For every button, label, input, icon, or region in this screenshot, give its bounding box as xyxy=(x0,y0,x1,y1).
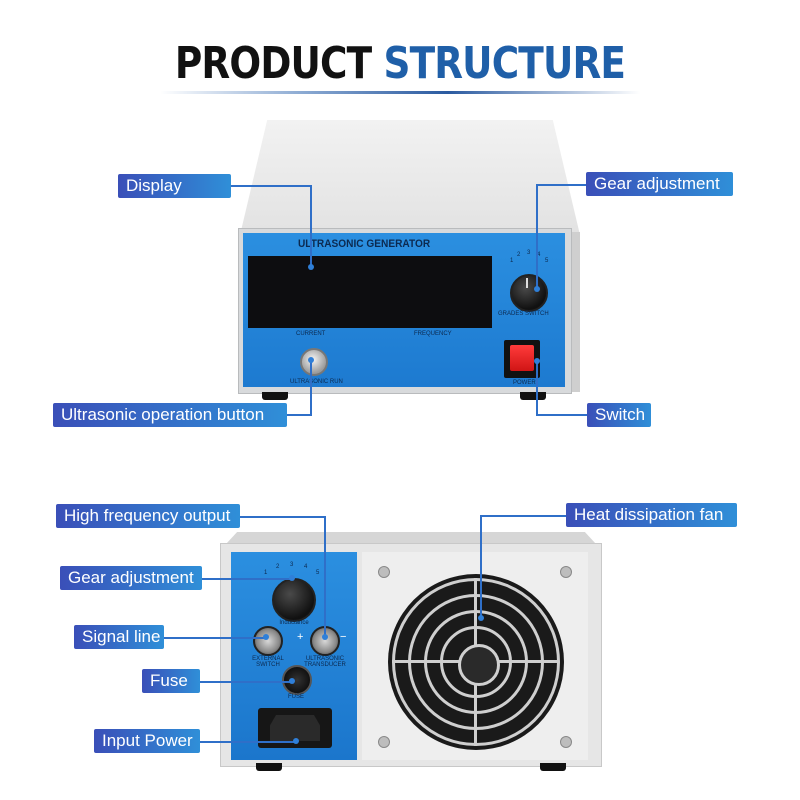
leader-run-v xyxy=(310,360,312,416)
leader-fuse xyxy=(200,681,292,683)
leader-gear-top-v xyxy=(536,184,538,288)
gear-tick-2: 2 xyxy=(517,252,521,258)
fuse-holder[interactable] xyxy=(282,665,312,695)
bottom-generator-lid xyxy=(226,532,596,544)
signal-connector[interactable] xyxy=(253,626,283,656)
leader-display-dot xyxy=(308,264,314,270)
ultrasonic-run-label: ULTRASONIC RUN xyxy=(290,379,343,385)
top-generator-lid xyxy=(240,120,580,235)
callout-fuse: Fuse xyxy=(142,669,200,693)
leader-switch-h xyxy=(536,414,587,416)
grades-switch-label: GRADES SWITCH xyxy=(498,311,549,317)
page-title: PRODUCT STRUCTURE xyxy=(60,38,740,89)
power-switch[interactable] xyxy=(510,345,534,371)
gear-tick-1: 1 xyxy=(510,258,514,264)
minus-sign: − xyxy=(340,631,347,643)
leader-power-dot xyxy=(293,738,299,744)
gear-knob[interactable] xyxy=(510,274,548,312)
bottom-foot-right xyxy=(540,763,566,771)
leader-display-h xyxy=(231,185,311,187)
callout-input-power: Input Power xyxy=(94,729,200,753)
callout-fan: Heat dissipation fan xyxy=(566,503,737,527)
power-label: POWER xyxy=(513,380,536,386)
gear-tick-3: 3 xyxy=(527,250,531,256)
callout-display: Display xyxy=(118,174,231,198)
title-word-2: STRUCTURE xyxy=(383,38,626,89)
leader-gear-bottom xyxy=(202,578,292,580)
leader-switch-dot xyxy=(534,358,540,364)
external-switch-label: EXTERNAL SWITCH xyxy=(252,656,284,668)
plus-sign: + xyxy=(297,631,304,643)
ultrasonic-run-button[interactable] xyxy=(300,348,328,376)
leader-fan-v xyxy=(480,515,482,617)
rear-gear-tick-3: 3 xyxy=(290,562,294,568)
rear-gear-knob[interactable] xyxy=(272,578,316,622)
fan-hub xyxy=(458,644,500,686)
leader-gear-top-h xyxy=(536,184,586,186)
gear-knob-indicator xyxy=(526,278,528,288)
leader-hf-v xyxy=(324,516,326,636)
callout-switch: Switch xyxy=(587,403,651,427)
fuse-label: FUSE xyxy=(287,694,304,700)
rear-gear-tick-1: 1 xyxy=(264,570,268,576)
power-inlet[interactable] xyxy=(270,715,320,741)
leader-hf-h xyxy=(240,516,326,518)
fan-screw-tr xyxy=(560,566,572,578)
leader-run-h xyxy=(287,414,312,416)
leader-signal-dot xyxy=(263,634,269,640)
fan-screw-bl xyxy=(378,736,390,748)
leader-fan-dot xyxy=(478,615,484,621)
fan-screw-br xyxy=(560,736,572,748)
leader-fuse-dot xyxy=(289,678,295,684)
top-foot-left xyxy=(262,392,288,400)
leader-power xyxy=(200,741,296,743)
leader-gear-bottom-dot xyxy=(289,575,295,581)
top-generator-side xyxy=(570,232,580,392)
title-word-1: PRODUCT xyxy=(174,38,372,89)
panel-title: ULTRASONIC GENERATOR xyxy=(298,238,431,250)
rear-gear-tick-5: 5 xyxy=(316,570,320,576)
callout-run-button: Ultrasonic operation button xyxy=(53,403,287,427)
frequency-label: FREQUENCY xyxy=(414,331,452,337)
callout-gear-top: Gear adjustment xyxy=(586,172,733,196)
transducer-label: ULTRASONIC TRANSDUCER xyxy=(304,656,346,668)
leader-display-v xyxy=(310,185,312,267)
gear-tick-5: 5 xyxy=(545,258,549,264)
callout-gear-bottom: Gear adjustment xyxy=(60,566,202,590)
leader-fan-h xyxy=(481,515,566,517)
rear-gear-tick-2: 2 xyxy=(276,564,280,570)
top-foot-right xyxy=(520,392,546,400)
inductance-label: Inductance xyxy=(279,620,309,626)
leader-run-dot xyxy=(308,357,314,363)
leader-gear-top-dot xyxy=(534,286,540,292)
leader-switch-v xyxy=(536,360,538,416)
callout-hf-output: High frequency output xyxy=(56,504,240,528)
callout-signal: Signal line xyxy=(74,625,164,649)
gear-tick-4: 4 xyxy=(537,252,541,258)
current-label: CURRENT xyxy=(296,331,326,337)
leader-signal xyxy=(164,637,266,639)
display-screen xyxy=(248,256,492,328)
title-underline xyxy=(160,91,640,94)
bottom-foot-left xyxy=(256,763,282,771)
leader-hf-dot xyxy=(322,634,328,640)
fan-screw-tl xyxy=(378,566,390,578)
rear-gear-tick-4: 4 xyxy=(304,564,308,570)
